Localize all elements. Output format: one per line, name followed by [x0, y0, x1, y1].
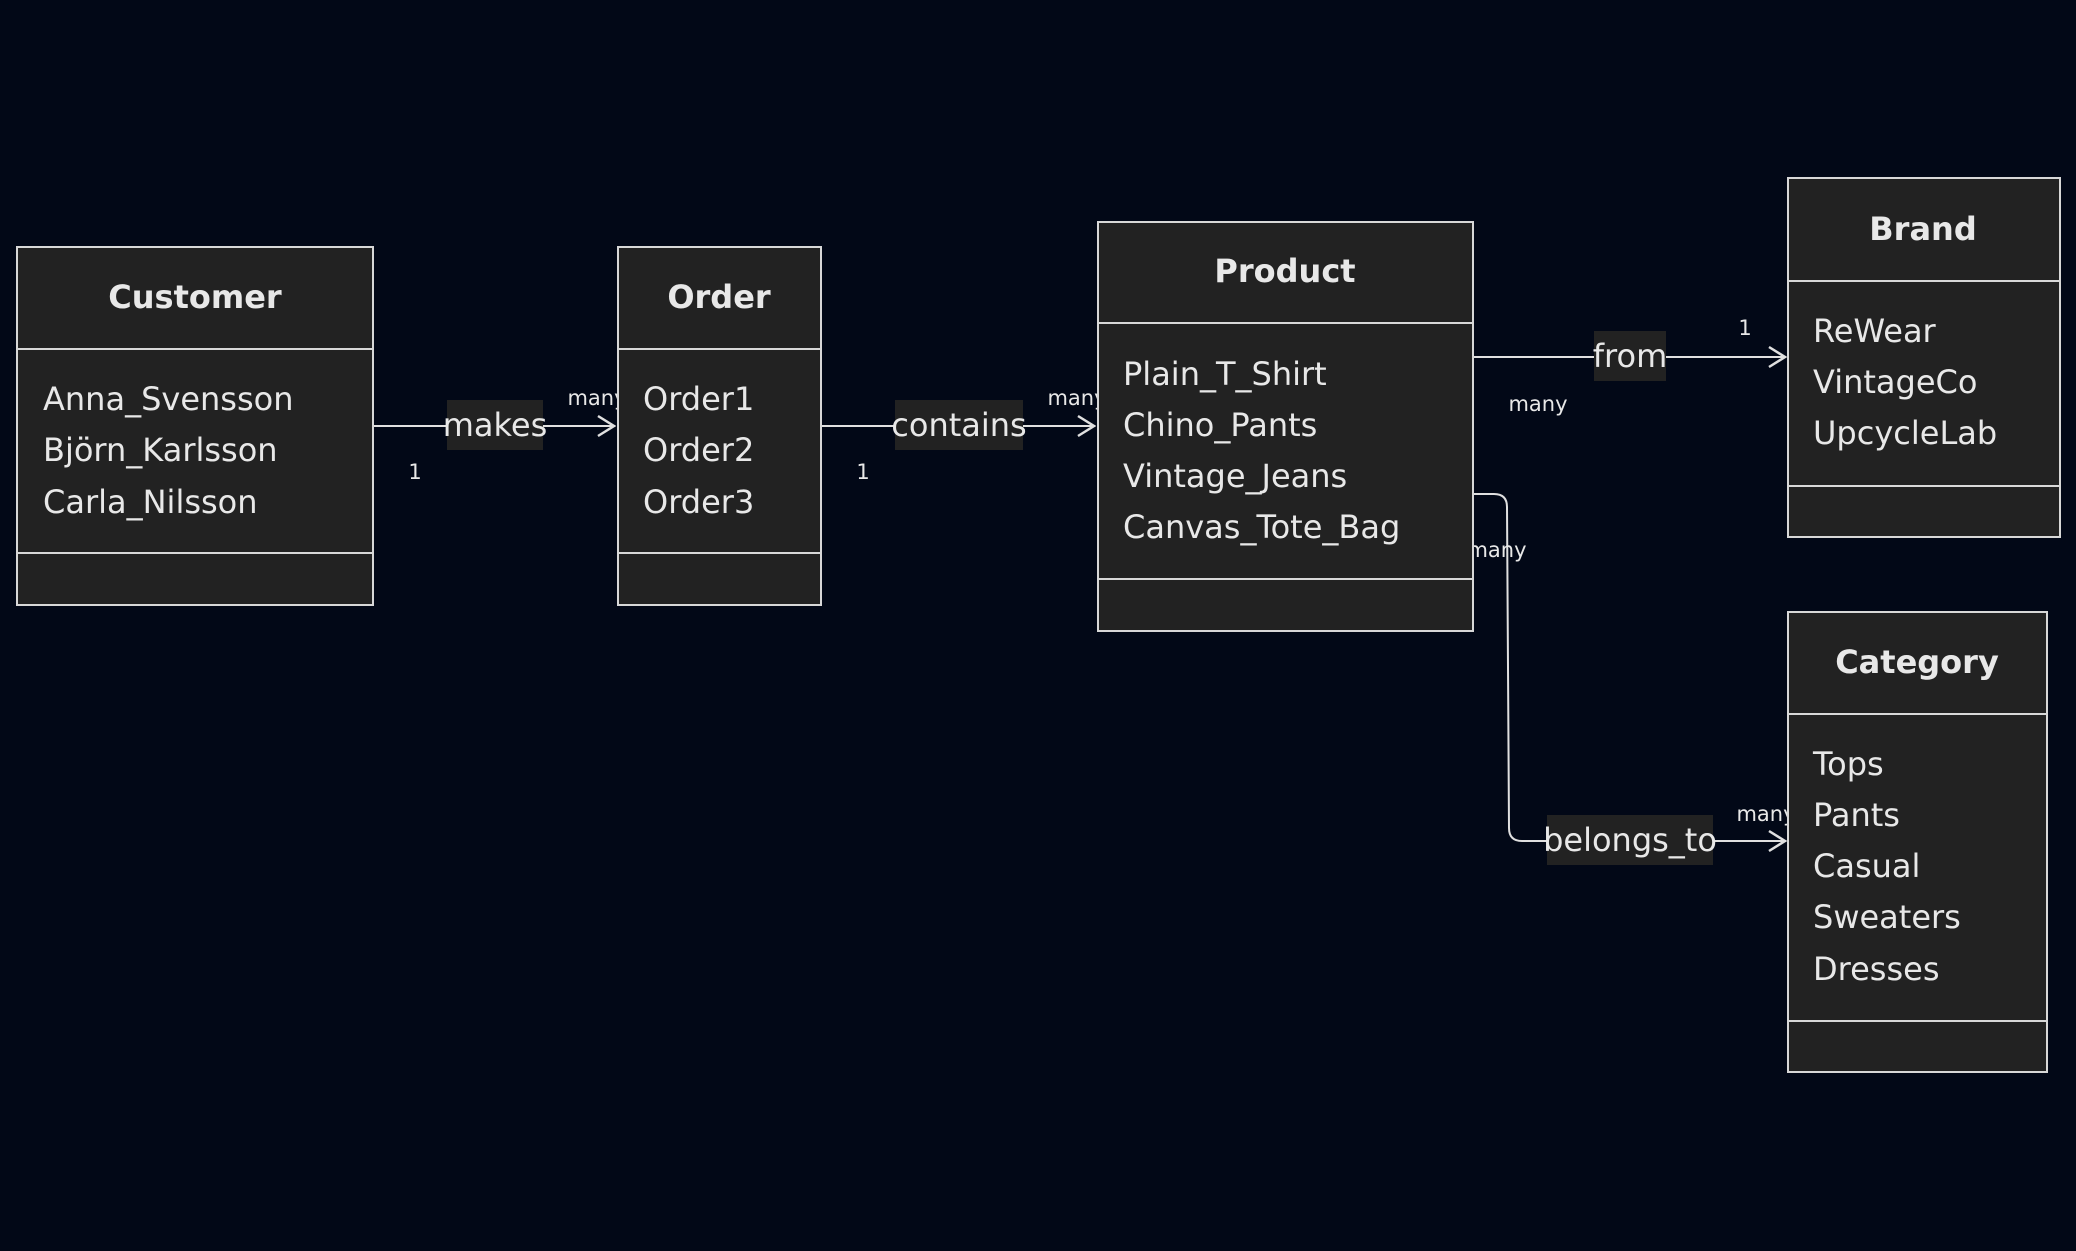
to-multiplicity: 1 — [1738, 316, 1751, 340]
class-item: Pants — [1813, 796, 1900, 834]
to-multiplicity: many — [1736, 802, 1795, 826]
relation-contains: contains 1 many — [821, 386, 1107, 484]
class-item: Casual — [1813, 847, 1920, 885]
class-box — [16, 246, 374, 606]
label-background — [895, 400, 1023, 450]
class-item: Dresses — [1813, 950, 1939, 988]
class-item: Björn_Karlsson — [43, 431, 278, 469]
class-category: Category Tops Pants Casual Sweaters Dres… — [1787, 611, 2048, 1073]
to-multiplicity: many — [1047, 386, 1106, 410]
class-box — [1787, 611, 2048, 1073]
relation-from: from many 1 — [1473, 316, 1786, 416]
class-box — [617, 246, 822, 606]
class-item: Anna_Svensson — [43, 380, 293, 418]
from-multiplicity: many — [1508, 392, 1567, 416]
class-item: VintageCo — [1813, 363, 1977, 401]
class-item: ReWear — [1813, 312, 1937, 350]
class-brand: Brand ReWear VintageCo UpcycleLab — [1787, 177, 2061, 538]
relation-line — [1473, 493, 1786, 841]
from-multiplicity: many — [1467, 538, 1526, 562]
relation-label: from — [1593, 337, 1667, 375]
class-box — [1097, 221, 1474, 632]
class-item: Canvas_Tote_Bag — [1123, 508, 1400, 546]
class-item: Order2 — [643, 431, 754, 469]
class-title: Order — [667, 278, 771, 316]
class-product: Product Plain_T_Shirt Chino_Pants Vintag… — [1097, 221, 1474, 632]
class-title: Product — [1214, 252, 1355, 290]
relation-label: contains — [891, 406, 1026, 444]
relation-label: belongs_to — [1543, 821, 1717, 859]
class-title: Category — [1835, 643, 1999, 681]
class-item: Sweaters — [1813, 898, 1961, 936]
label-background — [1594, 331, 1666, 381]
class-item: Tops — [1812, 745, 1884, 783]
class-customer: Customer Anna_Svensson Björn_Karlsson Ca… — [16, 246, 374, 606]
class-item: Vintage_Jeans — [1123, 457, 1347, 495]
relation-belongs-to: belongs_to many many — [1467, 493, 1796, 865]
class-item: Order1 — [643, 380, 754, 418]
class-item: Carla_Nilsson — [43, 483, 258, 521]
class-item: Order3 — [643, 483, 754, 521]
class-item: UpcycleLab — [1813, 414, 1997, 452]
class-item: Chino_Pants — [1123, 406, 1317, 444]
class-box — [1787, 177, 2061, 538]
to-multiplicity: many — [567, 386, 626, 410]
class-title: Brand — [1869, 210, 1976, 248]
label-background — [1547, 815, 1713, 865]
class-item: Plain_T_Shirt — [1123, 355, 1327, 393]
relation-makes: makes 1 many — [373, 386, 627, 484]
label-background — [447, 400, 543, 450]
relation-label: makes — [443, 406, 548, 444]
from-multiplicity: 1 — [856, 460, 869, 484]
from-multiplicity: 1 — [408, 460, 421, 484]
class-title: Customer — [108, 278, 282, 316]
class-order: Order Order1 Order2 Order3 — [617, 246, 822, 606]
